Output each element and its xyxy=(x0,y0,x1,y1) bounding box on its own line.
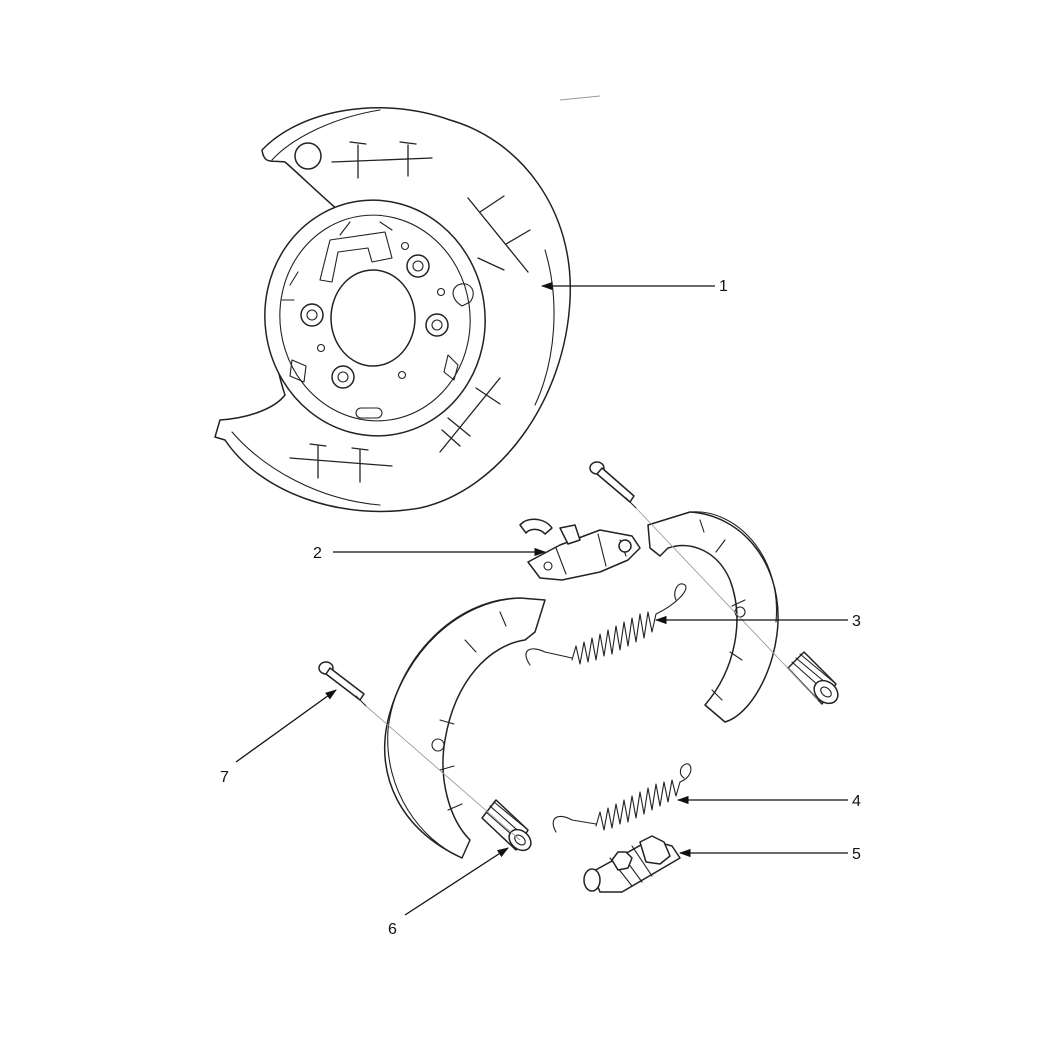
leader-7 xyxy=(235,689,337,763)
leader-6 xyxy=(404,847,509,916)
hold-down-spring-front xyxy=(787,651,839,705)
shoe-adjuster xyxy=(583,835,681,893)
callout-5: 5 xyxy=(852,846,861,863)
callout-7: 7 xyxy=(220,769,229,786)
assembly-axis-lines xyxy=(365,95,819,841)
hold-down-spring-rear xyxy=(481,799,532,852)
callout-1: 1 xyxy=(719,278,728,295)
backing-plate xyxy=(214,107,571,513)
hold-down-pin-front xyxy=(589,461,637,509)
brake-shoe-front xyxy=(647,511,779,723)
hold-down-pin-rear xyxy=(318,661,367,707)
leader-lines xyxy=(235,281,848,916)
callout-3: 3 xyxy=(852,613,861,630)
callout-4: 4 xyxy=(852,793,861,810)
brake-shoe-rear xyxy=(384,597,546,859)
lower-return-spring xyxy=(552,763,692,833)
upper-return-spring xyxy=(525,583,687,666)
callout-labels: 1 2 3 4 5 6 7 xyxy=(220,278,861,938)
parking-brake-lever xyxy=(519,518,641,581)
callout-2: 2 xyxy=(313,545,322,562)
callout-6: 6 xyxy=(388,921,397,938)
